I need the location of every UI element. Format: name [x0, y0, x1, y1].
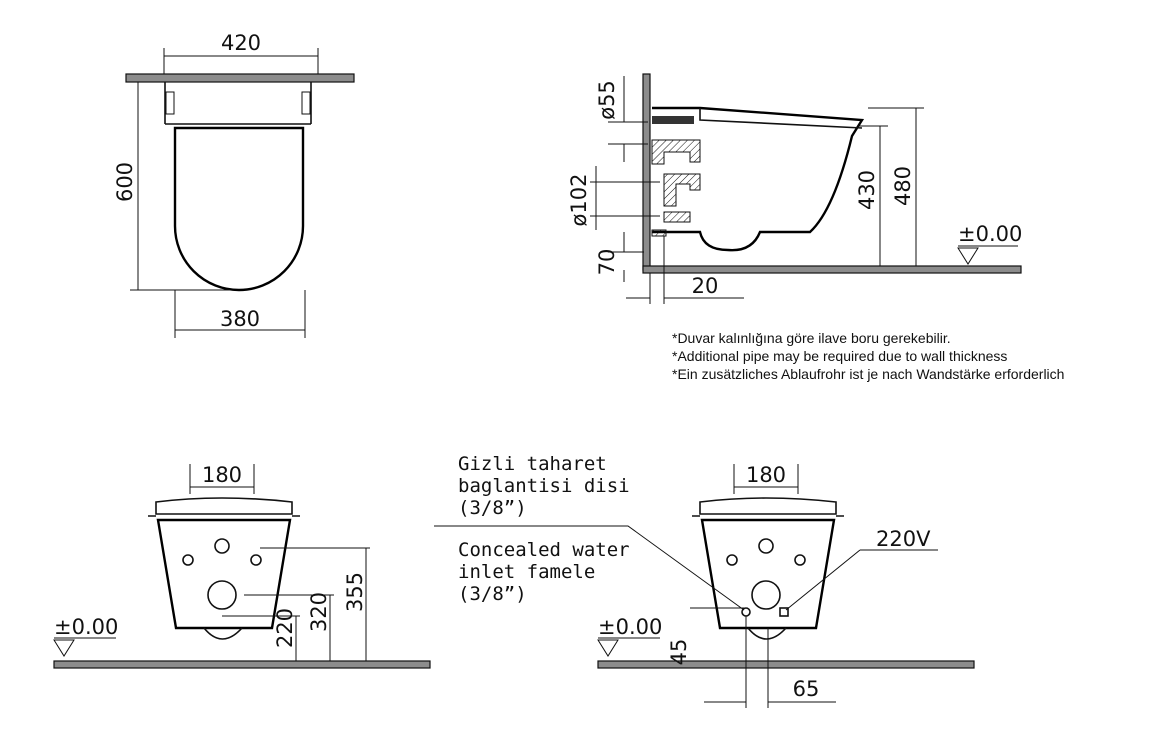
dim-480-lines — [868, 107, 924, 266]
top-wall-bar — [125, 73, 355, 83]
right-outlet-circle — [751, 580, 781, 610]
dim-55-label: ø55 — [595, 80, 619, 120]
dim-102-lines — [590, 166, 660, 230]
left-bolt-left — [182, 554, 194, 566]
side-foot — [651, 229, 667, 237]
dim-20-lines — [626, 236, 744, 304]
callout-water-leader — [434, 525, 745, 611]
dim-430-lines — [858, 125, 888, 266]
side-wall — [642, 73, 651, 271]
dim-45-label: 45 — [667, 639, 691, 666]
dim-320-label: 320 — [307, 592, 331, 632]
left-seat — [155, 497, 293, 515]
dim-180-left-label: 180 — [202, 463, 242, 487]
right-inlet-circle — [758, 538, 774, 554]
left-height-dims — [295, 548, 367, 661]
dim-65-label: 65 — [793, 677, 820, 701]
callout-tr-line1: Gizli taharet — [458, 453, 607, 475]
callout-voltage: 220V — [876, 527, 931, 551]
dim-430-label: 430 — [855, 170, 879, 210]
callout-power-leader — [785, 549, 938, 611]
side-lid-line — [699, 108, 863, 129]
top-bracket-left — [165, 91, 175, 115]
top-bowl-outline — [173, 126, 305, 292]
dim-220-label: 220 — [273, 608, 297, 648]
power-socket — [779, 607, 789, 617]
dim-600-lines — [130, 81, 230, 291]
dim-355-label: 355 — [343, 572, 367, 612]
callout-en-line2: inlet famele — [458, 561, 595, 583]
right-level-mark — [597, 637, 660, 657]
top-tank — [164, 82, 312, 125]
note-en: *Additional pipe may be required due to … — [672, 348, 1007, 364]
side-tank-cap — [652, 116, 694, 124]
left-height-refs — [222, 547, 370, 617]
callout-texts: Gizli taharet baglantisi disi (3/8”) Con… — [458, 453, 931, 605]
right-level-label: ±0.00 — [598, 615, 662, 639]
dim-420-label: 420 — [221, 31, 261, 55]
right-floor — [597, 660, 975, 669]
right-bolt-right — [794, 554, 806, 566]
callout-en-line1: Concealed water — [458, 539, 630, 561]
side-level-label: ±0.00 — [958, 222, 1022, 246]
dim-20-label: 20 — [692, 274, 719, 298]
note-de: *Ein zusätzliches Ablaufrohr ist je nach… — [672, 366, 1064, 382]
dim-420-lines — [163, 48, 319, 74]
left-floor — [53, 660, 431, 669]
left-outlet-circle — [207, 580, 237, 610]
dim-380-lines — [174, 290, 306, 338]
right-bowl-outline — [700, 518, 836, 630]
dim-180-left-lines — [189, 464, 255, 494]
right-base — [747, 627, 787, 640]
notes: *Duvar kalınlığına göre ilave boru gerek… — [672, 330, 1064, 382]
left-inlet-circle — [214, 538, 230, 554]
left-level-label: ±0.00 — [54, 615, 118, 639]
left-bolt-right — [250, 554, 262, 566]
dim-480-label: 480 — [891, 166, 915, 206]
side-outlet-section — [663, 173, 701, 207]
left-base — [203, 627, 243, 640]
top-bracket-right — [301, 91, 311, 115]
callout-tr-line3: (3/8”) — [458, 497, 527, 519]
dim-70-label: 70 — [595, 249, 619, 276]
dim-600-label: 600 — [113, 162, 137, 202]
front-view-right: 180 45 65 ±0.00 — [434, 463, 975, 708]
side-view: ø55 ø102 70 20 430 480 ±0.00 — [567, 73, 1022, 304]
dim-380-label: 380 — [220, 307, 260, 331]
dim-70-lines — [608, 232, 644, 282]
dim-180-right-label: 180 — [746, 463, 786, 487]
dim-102-label: ø102 — [567, 174, 591, 227]
right-seat — [699, 497, 837, 515]
right-bolt-left — [726, 554, 738, 566]
side-bowl-outline — [652, 106, 865, 252]
front-view-left: 180 220 320 355 ±0.00 — [53, 463, 431, 669]
side-inlet-section — [651, 139, 701, 165]
dim-180-right-lines — [733, 464, 799, 494]
side-floor — [642, 265, 1022, 274]
right-offset-dims — [690, 607, 836, 708]
left-bowl-outline — [156, 518, 292, 630]
callout-en-line3: (3/8”) — [458, 583, 527, 605]
callout-tr-line2: baglantisi disi — [458, 475, 630, 497]
dim-55-lines — [608, 76, 648, 162]
note-tr: *Duvar kalınlığına göre ilave boru gerek… — [672, 330, 951, 346]
side-outlet-lower — [663, 211, 691, 223]
side-level-mark — [957, 245, 1018, 265]
left-level-mark — [53, 637, 116, 657]
top-view: 420 600 380 — [113, 31, 355, 338]
